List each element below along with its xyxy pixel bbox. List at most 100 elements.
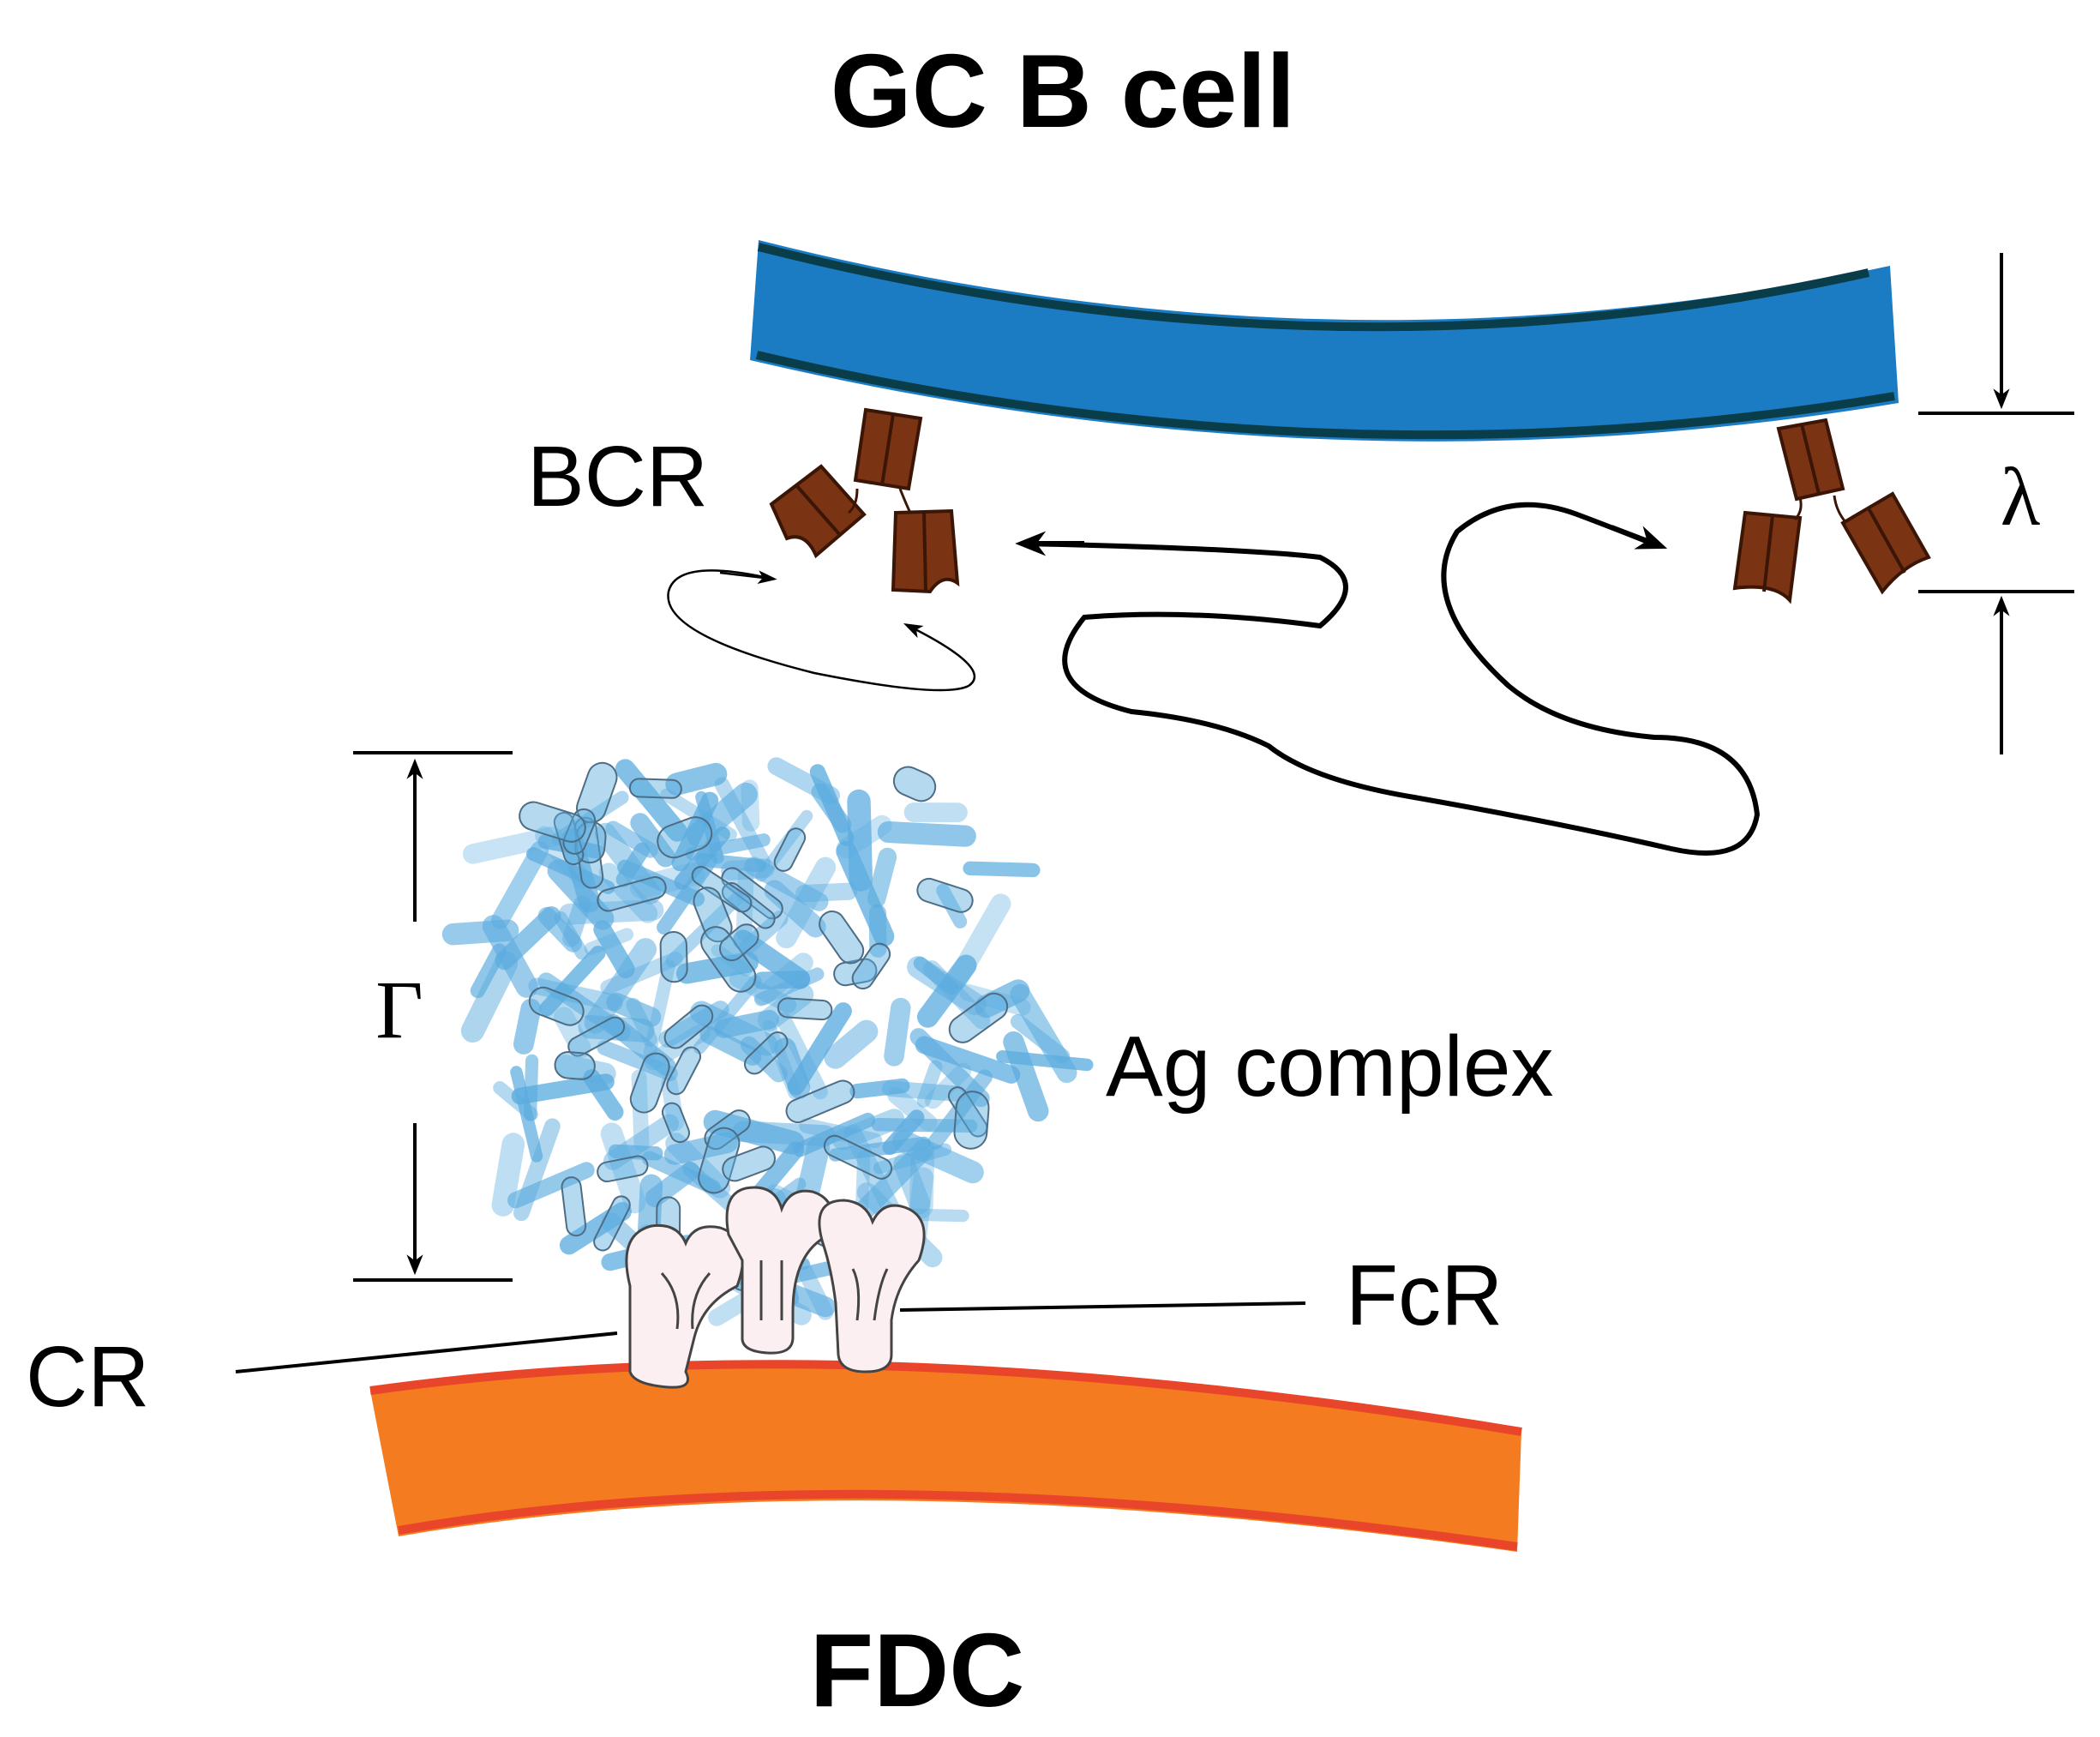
antibody-glyph [851, 942, 891, 990]
antigen-strand [584, 938, 657, 1034]
gamma-label: Γ [375, 964, 423, 1055]
antigen-strand [675, 952, 759, 984]
antibody-glyph [823, 1134, 893, 1180]
antibody-glyph [554, 1051, 596, 1080]
bcr-right-icon [1732, 418, 1931, 604]
antibody-glyph [629, 1052, 670, 1114]
antigen-strand [893, 1152, 931, 1215]
antibody-glyph [777, 997, 833, 1021]
antigen-strand [963, 861, 1041, 878]
cr-receptor-icon [625, 1223, 745, 1389]
fcr-receptor-icon [818, 1199, 926, 1373]
antigen-strand [699, 1025, 762, 1066]
antigen-strand [907, 956, 987, 1016]
antigen-strand [922, 960, 991, 1030]
antigen-strand [916, 1060, 943, 1108]
antibody-glyph [659, 931, 688, 983]
antibody-glyph [573, 816, 604, 889]
antigen-strand [482, 915, 538, 998]
fdc-label: FDC [810, 1612, 1025, 1728]
antibody-glyph [892, 766, 937, 802]
antigen-strand [996, 1049, 1094, 1072]
antigen-strand [764, 880, 826, 938]
antibody-glyph [744, 1031, 789, 1075]
antigen-strand [1010, 983, 1077, 1084]
antibody-glyph [597, 1155, 649, 1183]
cr-label: CR [26, 1329, 149, 1425]
antigen-strand [744, 856, 829, 911]
antigen-strand [809, 764, 855, 846]
antigen-strand [828, 1136, 931, 1162]
antibody-glyph [953, 1091, 990, 1150]
antigen-strand [735, 867, 754, 941]
antigen-strand [909, 1146, 935, 1219]
antigen-strand [603, 1013, 676, 1077]
antigen-strand [799, 1118, 883, 1149]
antigen-strand [547, 859, 615, 930]
antibody-glyph [948, 992, 1009, 1043]
antigen-strand [877, 820, 976, 847]
antibody-glyph [593, 1195, 631, 1252]
antibody-glyph [721, 881, 776, 929]
antigen-strand [776, 1012, 828, 1100]
antibody-glyph [657, 816, 713, 859]
antigen-strand [703, 1109, 805, 1155]
rotation-arrows [667, 569, 976, 692]
antigen-strand [1010, 1013, 1071, 1064]
antibody-glyph [819, 910, 865, 965]
antibody-glyph [553, 811, 585, 866]
antigen-strand [913, 956, 958, 995]
antigen-strand [831, 1109, 905, 1151]
antigen-strand [729, 971, 797, 1013]
antigen-strand [663, 1132, 738, 1165]
antigen-strand [559, 1202, 632, 1255]
antigen-strand [732, 1121, 836, 1146]
antigen-strand [909, 1028, 990, 1108]
antigen-strand [884, 997, 911, 1067]
antibody-glyph [597, 876, 667, 912]
fcr-label: FcR [1346, 1247, 1503, 1343]
antigen-strand [721, 858, 775, 881]
antigen-strand [460, 952, 519, 1043]
antigen-strand [513, 998, 542, 1055]
antigen-strand [600, 951, 683, 995]
fdc-membrane [369, 1360, 1522, 1552]
antigen-strand [510, 1066, 543, 1163]
antigen-strand [462, 826, 563, 864]
antigen-strand [754, 809, 813, 882]
antigen-strand [824, 1019, 879, 1069]
antibody-glyph [663, 1004, 714, 1049]
antigen-strand [665, 891, 745, 968]
antigen-strand [631, 1069, 650, 1152]
ag-complex-label: Ag complex [1106, 1019, 1553, 1115]
antigen-strand [539, 946, 606, 1017]
antibody-glyph [691, 866, 753, 913]
lambda-dimension [1918, 253, 2074, 754]
antigen-strand [491, 1133, 525, 1217]
antigen-strand [598, 862, 658, 923]
antibody-glyph [721, 867, 783, 920]
antigen-strand [849, 1078, 910, 1099]
antibody-glyph [785, 1079, 855, 1124]
antibody-glyph [698, 1127, 741, 1194]
gamma-dimension [353, 751, 513, 1282]
antigen-strand [685, 833, 771, 861]
bcr-left-icon [769, 407, 960, 594]
bcr-label: BCR [527, 429, 708, 525]
antigen-strand [795, 882, 858, 903]
antibody-glyph [666, 1046, 702, 1096]
antibody-glyph [916, 877, 974, 913]
antigen-strand [491, 841, 549, 929]
b-cell-membrane [750, 240, 1899, 442]
antigen-strand [641, 1151, 721, 1195]
antigen-strand [867, 847, 897, 908]
antigen-strand [597, 1040, 678, 1081]
antibody-glyph [528, 986, 585, 1026]
antigen-strand [686, 782, 758, 847]
antigen-strand [583, 1069, 624, 1121]
antigen-strand [554, 1055, 616, 1085]
antigen-strand [776, 856, 837, 949]
antigen-strand [593, 920, 635, 979]
diffusion-path [1015, 502, 1761, 856]
